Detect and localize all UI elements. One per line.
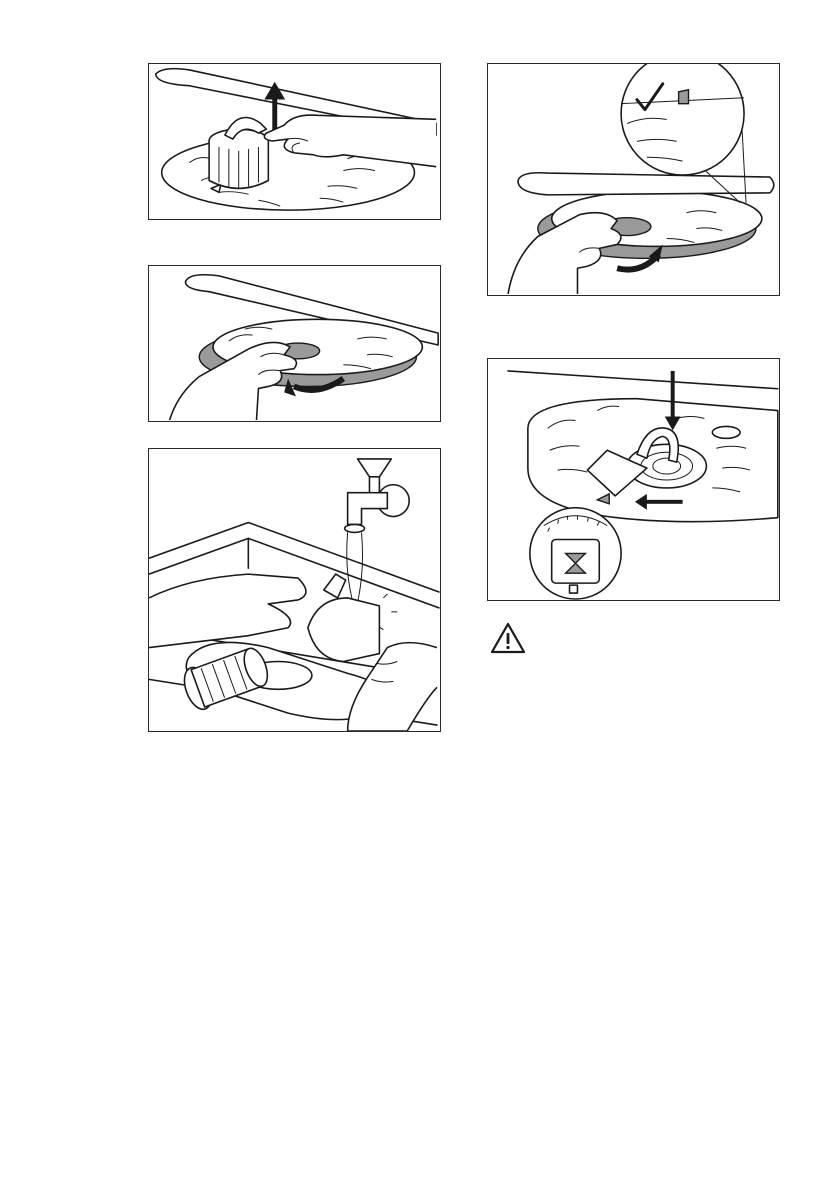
filter-lift-out-illustration xyxy=(149,64,440,219)
figure-flat-filter-rotate xyxy=(148,265,441,422)
warning-triangle-icon xyxy=(490,622,526,654)
warning-triangle xyxy=(490,622,526,654)
flat-filter-rotate-illustration xyxy=(149,266,440,421)
figure-filter-lock xyxy=(487,358,780,601)
figure-rinse-filters xyxy=(148,448,441,732)
figure-filter-lift-out xyxy=(148,63,441,220)
figure-flat-filter-reinsert xyxy=(487,63,780,296)
flat-filter-reinsert-check-illustration xyxy=(488,64,779,295)
rinse-filters-under-tap-illustration xyxy=(149,449,440,731)
filter-lock-alignment-illustration xyxy=(488,359,779,600)
